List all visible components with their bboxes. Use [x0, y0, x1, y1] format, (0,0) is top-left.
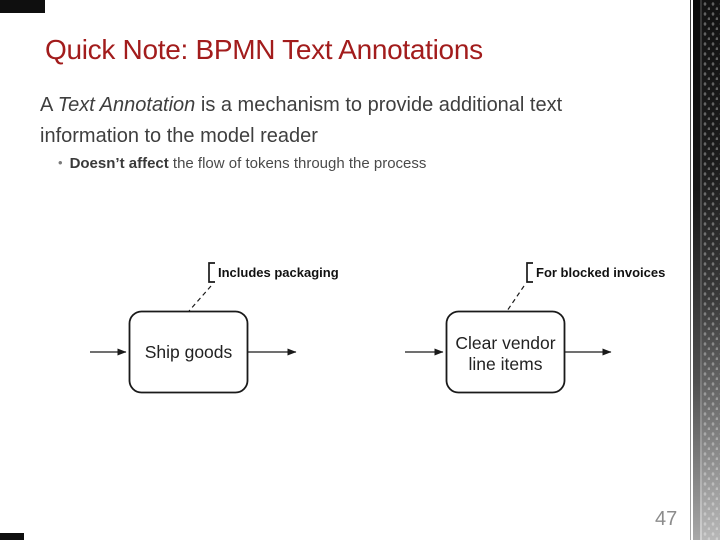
- bpmn-diagram: Includes packaging For blocked invoices …: [90, 262, 665, 394]
- page-number: 47: [655, 508, 678, 530]
- bullet-rest-text: the flow of tokens through the process: [168, 155, 427, 172]
- annotation-bracket-icon: [208, 262, 215, 283]
- bullet-item: • Doesn’t affect the flow of tokens throu…: [58, 155, 426, 172]
- task-2-label-line2: line items: [469, 354, 543, 374]
- bullet-icon: •: [58, 155, 63, 170]
- annotation-2-label: For blocked invoices: [536, 265, 665, 280]
- page-title: Quick Note: BPMN Text Annotations: [45, 34, 483, 65]
- annotation-1-label: Includes packaging: [218, 265, 339, 280]
- bottom-left-corner-accent: [0, 533, 24, 540]
- body-line-1: A Text Annotation is a mechanism to prov…: [40, 90, 562, 121]
- annotation-1-association-line: [188, 285, 212, 312]
- task-2-label-line1: Clear vendor: [455, 333, 555, 353]
- right-bar-seam: [700, 0, 702, 540]
- body-text-italic-term: Text Annotation: [57, 94, 196, 116]
- task-shape-clear-vendor: [445, 310, 566, 394]
- top-left-corner-accent: [0, 0, 45, 13]
- body-text-rest: is a mechanism to provide additional tex…: [195, 94, 563, 116]
- right-bar-carbon-texture: [702, 0, 720, 540]
- annotation-bracket-icon: [526, 262, 533, 283]
- annotation-2-association-line: [506, 285, 525, 312]
- body-text-prefix: A: [40, 94, 58, 116]
- body-line-2: information to the model reader: [40, 125, 318, 147]
- task-1-label: Ship goods: [145, 342, 233, 362]
- body-paragraph: A Text Annotation is a mechanism to prov…: [40, 90, 562, 152]
- task-shape-ship-goods: [128, 310, 249, 394]
- right-bar-solid-strip: [693, 0, 700, 540]
- right-bar-hairline: [690, 0, 691, 540]
- bullet-bold-text: Doesn’t affect: [69, 155, 169, 172]
